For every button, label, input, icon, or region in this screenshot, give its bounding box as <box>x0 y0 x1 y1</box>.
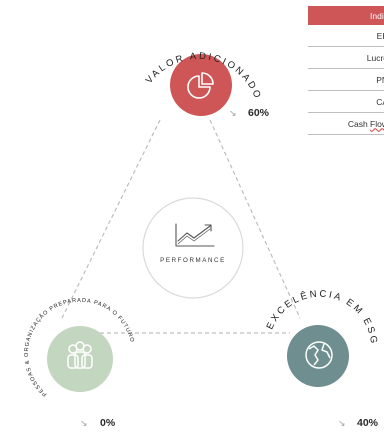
trending-chart-icon <box>175 223 215 247</box>
trend-down-arrow-icon: ↘ <box>229 109 237 119</box>
table-row[interactable]: CA <box>308 90 384 113</box>
table-cell: Cash Flow <box>308 112 384 135</box>
node-top-circle <box>170 54 232 116</box>
node-performance[interactable]: PERFORMANCE <box>142 197 244 299</box>
center-label: PERFORMANCE <box>160 257 226 264</box>
node-left-percent: 0% <box>100 417 116 429</box>
table-header: Indic <box>308 6 384 25</box>
node-right-circle <box>287 325 349 387</box>
table-row[interactable]: PN <box>308 68 384 91</box>
triangle-connectors <box>61 119 301 334</box>
node-valor-adicionado[interactable]: VALOR ADICIONADO ↘ 60% <box>144 51 270 119</box>
center-circle <box>142 197 244 299</box>
table-cell: PN <box>308 68 384 91</box>
spellcheck-flagged-text: Flow <box>370 118 384 129</box>
trend-down-arrow-icon: ↘ <box>338 419 346 429</box>
table-row[interactable]: Cash Flow <box>308 112 384 135</box>
node-top-percent: 60% <box>248 107 270 119</box>
node-left-circle <box>47 326 113 392</box>
table-cell: CA <box>308 90 384 113</box>
connector-top-left <box>61 119 161 319</box>
node-right-percent: 40% <box>357 417 379 429</box>
connector-top-right <box>209 119 301 319</box>
pie-chart-icon <box>187 72 214 99</box>
node-excelencia-esg[interactable]: EXCELÊNCIA EM ESG ↘ 40% <box>265 289 380 429</box>
node-pessoas-organizacao[interactable]: PESSOAS & ORGANIZAÇÃO PREPARADA PARA O F… <box>24 298 135 429</box>
globe-icon <box>305 341 333 369</box>
table-cell-prefix: Cash <box>347 118 371 129</box>
table-cell: Lucro <box>308 46 384 69</box>
table-row[interactable]: Lucro <box>308 46 384 69</box>
people-icon <box>67 341 93 369</box>
trend-down-arrow-icon: ↘ <box>80 419 88 429</box>
table-header-row: Indic <box>308 6 384 25</box>
table-cell: EB <box>308 25 384 47</box>
table-row[interactable]: EB <box>308 25 384 47</box>
indicator-table: Indic EB Lucro PN CA Cash Flow <box>308 6 384 135</box>
